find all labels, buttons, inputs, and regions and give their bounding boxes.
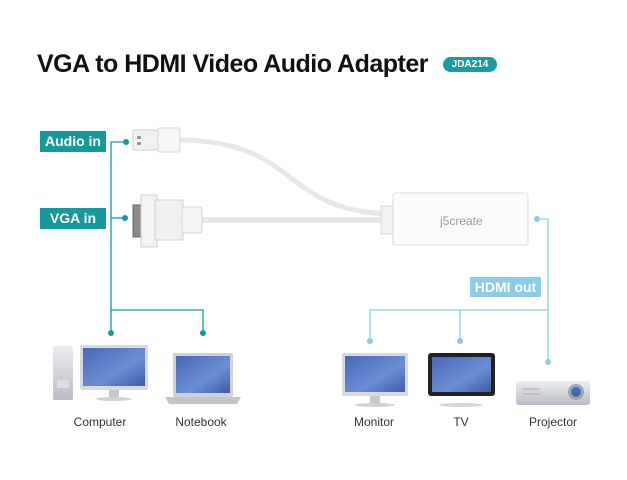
page-title: VGA to HDMI Video Audio Adapter [37, 50, 428, 78]
vga-connector-icon [132, 194, 203, 248]
vga-in-label: VGA in [40, 208, 106, 229]
monitor-icon [342, 353, 408, 407]
audio-dot [123, 139, 129, 145]
computer-label: Computer [73, 415, 127, 429]
usb-plug-icon [132, 127, 181, 153]
notebook-dot [200, 330, 206, 336]
monitor-dot [367, 338, 373, 344]
projector-dot [545, 359, 551, 365]
notebook-icon [165, 353, 241, 404]
computer-icon [53, 345, 148, 401]
tv-label: TV [453, 415, 469, 429]
tv-icon [428, 353, 495, 407]
tv-dot [457, 338, 463, 344]
computer-dot [108, 330, 114, 336]
monitor-label: Monitor [353, 415, 394, 429]
adapter-box [380, 192, 529, 246]
output-connector-lines [369, 218, 549, 361]
vga-dot [122, 215, 128, 221]
model-badge: JDA214 [443, 57, 497, 72]
adapter-brand: j5create [439, 214, 483, 228]
projector-label: Projector [528, 415, 578, 429]
usb-cable [177, 137, 393, 217]
audio-in-label: Audio in [40, 131, 106, 152]
projector-icon [516, 381, 590, 405]
hdmi-dot [534, 216, 540, 222]
notebook-label: Notebook [175, 415, 227, 429]
hdmi-out-label: HDMI out [470, 277, 541, 297]
